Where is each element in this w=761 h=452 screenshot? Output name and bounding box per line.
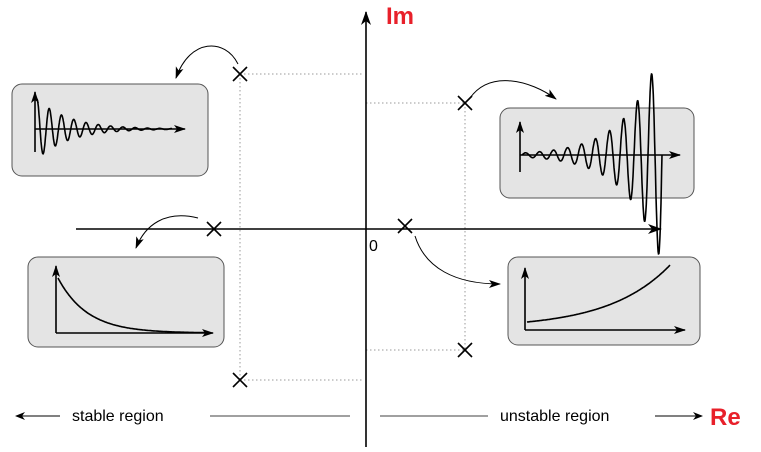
exponential-decay-curve [57,277,205,334]
origin-label: 0 [369,238,378,255]
response-card-growing-oscillation [499,72,695,255]
pole-marker [206,221,222,237]
connector-arrow [175,45,239,79]
connector-arrow [135,215,199,249]
imaginary-axis-label: Im [386,3,414,30]
pole-marker [232,372,248,388]
pole-marker [457,342,473,358]
pole-marker [397,218,413,234]
pole-marker [232,66,248,82]
guide-lines [239,73,466,381]
connector-arrow [469,80,557,100]
response-card-exponential-growth [507,256,701,346]
unstable-region-label: unstable region [500,408,609,425]
response-card-exponential-decay [27,256,225,348]
growing-oscillation-curve [521,72,663,255]
response-card-damped-oscillation [11,83,209,177]
real-axis-label: Re [710,404,741,431]
stable-region-label: stable region [72,408,164,425]
exponential-growth-curve [526,264,671,323]
pole-marker [457,95,473,111]
connector-arrow [414,235,501,288]
damped-oscillation-curve [36,98,172,155]
